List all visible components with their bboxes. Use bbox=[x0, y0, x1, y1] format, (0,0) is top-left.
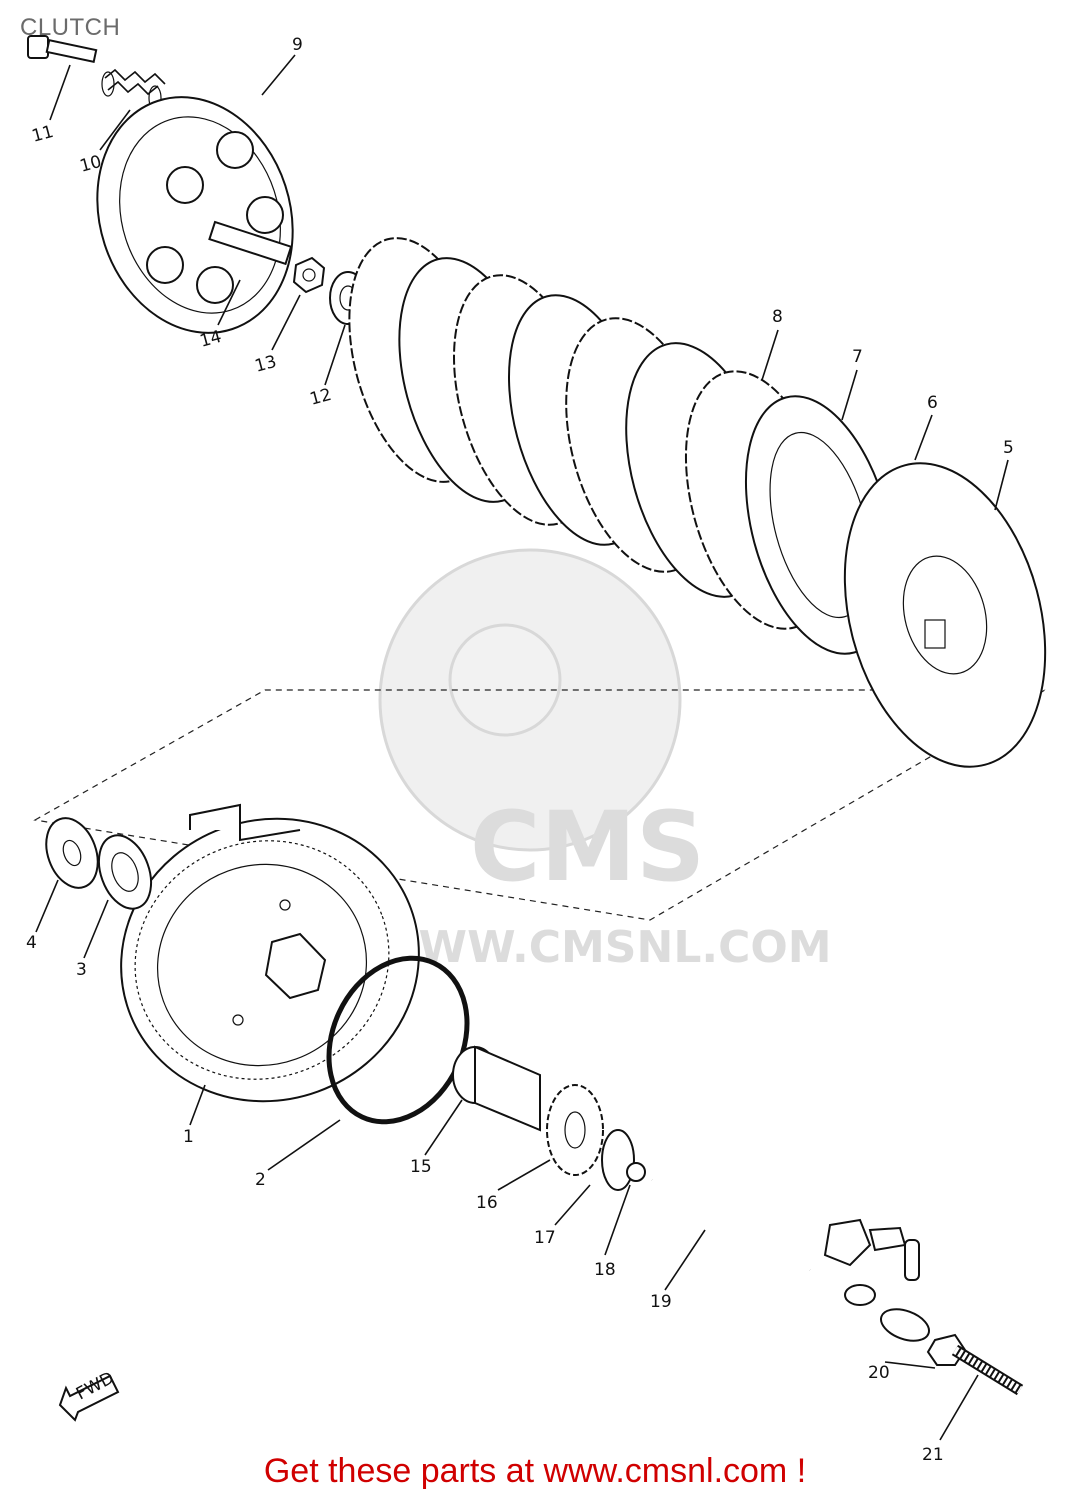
bolt bbox=[27, 35, 98, 64]
assembly-outline bbox=[33, 689, 1048, 921]
part-label-19: 19 bbox=[650, 1292, 672, 1312]
part-label-5: 5 bbox=[1003, 438, 1014, 458]
part-label-13: 13 bbox=[253, 352, 279, 377]
clutch-boss bbox=[843, 462, 1047, 768]
pressure-plate bbox=[96, 96, 294, 334]
part-label-6: 6 bbox=[927, 393, 938, 413]
part-label-17: 17 bbox=[534, 1228, 556, 1248]
leader-lines bbox=[35, 54, 1009, 1441]
nut bbox=[292, 256, 326, 294]
watermark-url: WWW.CMSNL.COM bbox=[370, 922, 832, 973]
part-label-18: 18 bbox=[594, 1260, 616, 1280]
part-label-3: 3 bbox=[76, 960, 87, 980]
part-label-2: 2 bbox=[255, 1170, 266, 1190]
part-labels: 11 10 9 14 13 12 8 7 6 5 4 3 1 2 15 16 1… bbox=[26, 35, 1014, 1465]
fwd-arrow-icon: FWD bbox=[58, 1368, 120, 1422]
part-label-1: 1 bbox=[183, 1127, 194, 1147]
part-label-4: 4 bbox=[26, 933, 37, 953]
adjusting-screw bbox=[951, 1344, 1024, 1396]
spacer-washer bbox=[97, 834, 153, 910]
steel-ball bbox=[626, 1162, 646, 1182]
bushing bbox=[452, 1045, 541, 1132]
part-label-12: 12 bbox=[308, 385, 334, 410]
thrust-washer bbox=[45, 817, 99, 889]
clutch-housing bbox=[120, 803, 420, 1103]
part-label-9: 9 bbox=[292, 35, 303, 55]
part-label-11: 11 bbox=[30, 122, 56, 147]
part-label-20: 20 bbox=[868, 1363, 890, 1383]
watermark-brand: CMS bbox=[470, 791, 705, 903]
drive-gear bbox=[546, 1084, 604, 1176]
clutch-plate-stack bbox=[348, 237, 896, 655]
footer-link-text[interactable]: Get these parts at www.cmsnl.com ! bbox=[263, 1452, 807, 1490]
part-label-8: 8 bbox=[772, 307, 783, 327]
part-label-21: 21 bbox=[922, 1445, 944, 1465]
part-label-7: 7 bbox=[852, 347, 863, 367]
push-lever-assembly bbox=[823, 1218, 930, 1342]
part-label-16: 16 bbox=[476, 1193, 498, 1213]
cms-watermark: CMS WWW.CMSNL.COM bbox=[370, 548, 832, 973]
gear-washer bbox=[601, 1129, 635, 1191]
push-rod bbox=[649, 1175, 813, 1275]
spring bbox=[101, 68, 166, 111]
part-label-15: 15 bbox=[410, 1157, 432, 1177]
